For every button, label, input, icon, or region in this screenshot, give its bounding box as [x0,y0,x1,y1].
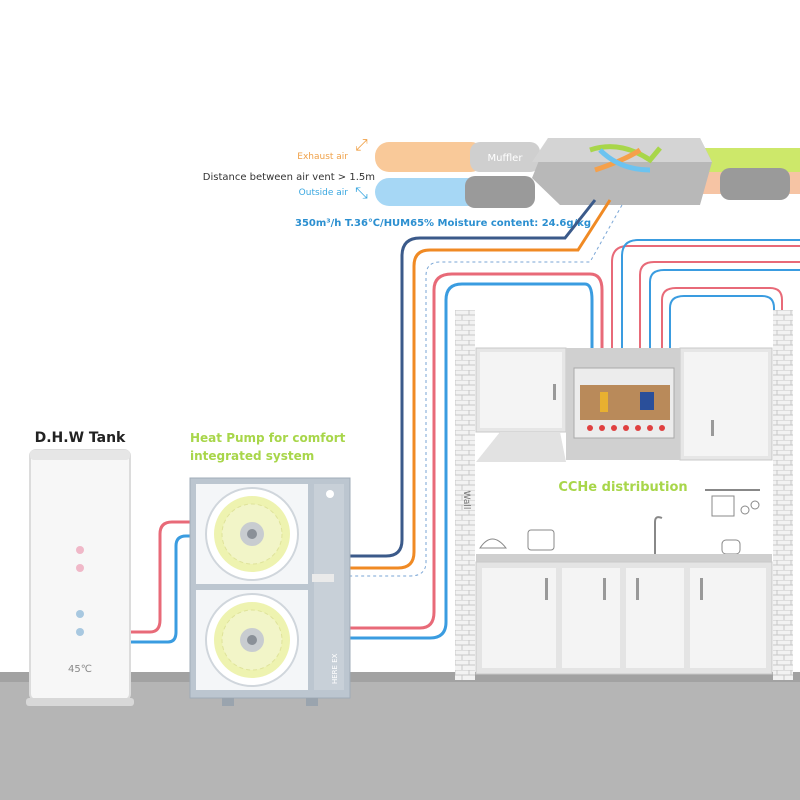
outside-air-label: Outside air [299,188,349,198]
airflow-arrow-blue [598,148,651,173]
tank-hot-pipe [130,520,190,634]
right-duct-collar [720,168,790,200]
muffler-body [470,142,540,172]
tank-hot-port [76,546,84,554]
distance-note: Distance between air vent > 1.5m [203,172,375,183]
pipe-network [130,199,800,680]
left-brick-wall [455,310,475,680]
tank-cold-port [76,610,84,618]
airflow-arrow-orange [594,147,642,173]
kettle-icon [479,538,508,549]
dashed-guide-pipe [350,204,623,577]
foot-left [222,698,234,706]
hot-pipe-right-3 [661,287,783,680]
heat-pump-label-line1: Heat Pump for comfort [190,431,346,445]
outside-arrow-icon: ⤡ [355,183,368,202]
countertop [476,554,772,562]
cold-pipe-right-3 [669,295,775,680]
kitchen: CCHe distribution [475,347,773,675]
ventilation-spec: 350m³/h T.36℃/HUM65% Moisture content: 2… [295,218,591,229]
jar-icon [721,539,741,555]
navy-pipe [350,199,597,558]
wall-label: Wall [461,491,471,510]
fan-top-icon [205,487,299,581]
tank-cold-port-2 [76,628,84,636]
upper-cabinet-left-door [480,352,562,428]
cabinet-handle-right [711,420,714,436]
tank-hot-port-2 [76,564,84,572]
airflow-arrow-green [589,144,662,164]
outside-duct-collar [465,176,535,208]
cabinet-handle [553,384,556,400]
cold-pipe-right [621,239,800,350]
orange-pipe [350,199,612,570]
utensil-rack [705,489,760,517]
fan-bottom-icon [205,593,299,687]
lower-door-3 [626,568,684,668]
side-panel [314,484,344,690]
handle [312,574,334,582]
ventilation-unit: ⤢ ⤡ [355,135,800,208]
distribution-label: CCHe distribution [558,480,687,495]
floor-edge [0,672,800,682]
heat-pump-unit [189,477,351,706]
exhaust-duct [375,142,485,172]
muffler-label: Muffler [488,153,524,164]
manifold-valves [587,392,665,431]
lower-door-1 [482,568,556,668]
tank-temperature: 45℃ [68,664,92,675]
cold-pipe-main [350,282,594,640]
manifold-body [580,385,670,420]
right-brick-wall [773,310,793,680]
tank-cap [30,450,130,460]
exhaust-arrow-icon: ⤢ [355,135,368,154]
dhw-tank [26,449,134,706]
heat-pump-brand: HERE EX [331,653,339,684]
hot-pipe-main [350,272,604,630]
lower-door-2 [562,568,620,668]
heat-pump-label-line2: integrated system [190,449,314,463]
range-hood [476,432,566,462]
tank-body [29,449,131,701]
tank-title: D.H.W Tank [35,430,126,446]
tank-base [26,698,134,706]
cold-pipe-right-2 [649,269,800,350]
hot-pipe-right [611,245,800,350]
foot-right [306,698,318,706]
hot-pipe-right-2 [639,261,800,350]
tank-cold-pipe [130,534,190,644]
exhaust-air-label: Exhaust air [297,152,348,162]
brand-logo-icon [326,490,334,498]
upper-cabinet-right-door [684,352,768,456]
faucet-icon [654,516,663,555]
pot-icon [527,529,555,551]
